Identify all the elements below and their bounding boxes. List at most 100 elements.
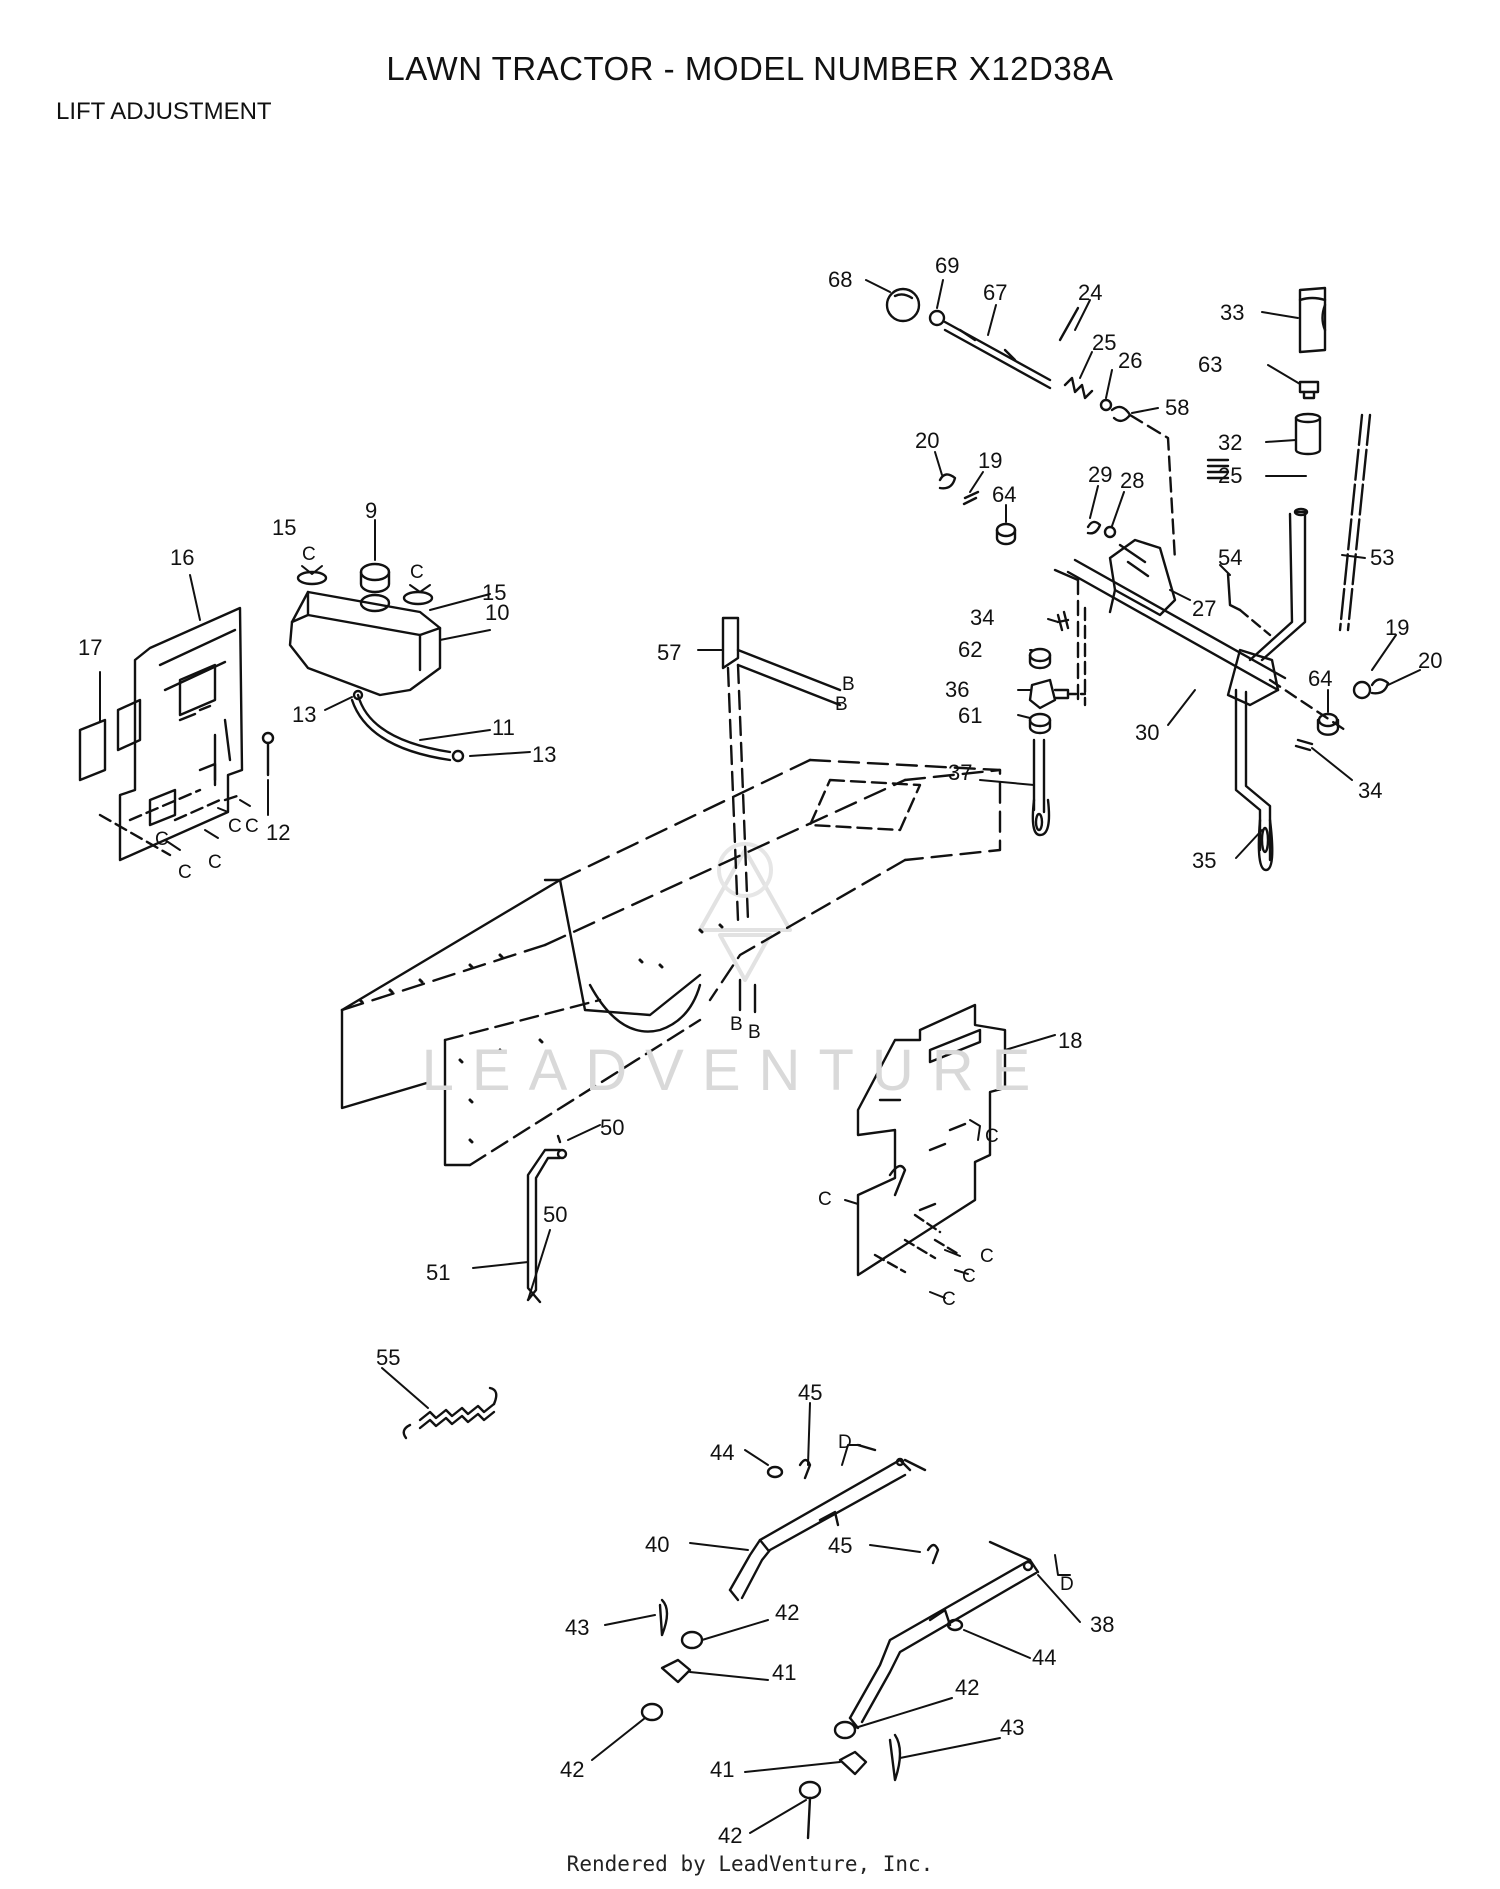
part-53-rod (1338, 413, 1372, 632)
callout-55: 55 (376, 1345, 400, 1370)
part-15-clip (296, 570, 434, 606)
callout-29: 29 (1088, 462, 1112, 487)
part-30-lift-shaft (1053, 538, 1287, 707)
part-26-washer (1099, 398, 1113, 412)
callout-24: 24 (1078, 280, 1102, 305)
part-38-lift-arm (848, 1540, 1040, 1730)
callout-64: 64 (1308, 666, 1332, 691)
part-20-clip (938, 473, 1390, 695)
callout-35: 35 (1192, 848, 1216, 873)
ref-c: C (818, 1189, 832, 1210)
ref-b: B (748, 1022, 761, 1043)
part-41-trunnion (660, 1658, 868, 1776)
callout-61: 61 (958, 703, 982, 728)
part-64-bushing (995, 522, 1340, 736)
ref-b: B (730, 1014, 743, 1035)
part-40-lift-arm (728, 1443, 927, 1602)
callout-63: 63 (1198, 352, 1222, 377)
part-68-knob (885, 287, 921, 323)
ref-d: D (1060, 1574, 1074, 1595)
part-63-cap (1298, 380, 1320, 400)
callout-33: 33 (1220, 300, 1244, 325)
callout-10: 10 (485, 600, 509, 625)
callout-13: 13 (532, 742, 556, 767)
part-12-screw (261, 731, 275, 777)
part-33-grip (1298, 286, 1327, 354)
callout-45: 45 (828, 1533, 852, 1558)
part-37-link (1031, 738, 1051, 837)
callout-9: 9 (365, 498, 377, 523)
ref-c: C (178, 862, 192, 883)
ref-c: C (942, 1289, 956, 1310)
ref-c: C (302, 544, 316, 565)
part-18-panel (856, 1003, 1007, 1277)
callout-50: 50 (543, 1202, 567, 1227)
page-title: LAWN TRACTOR - MODEL NUMBER X12D38A (386, 50, 1114, 87)
callout-38: 38 (1090, 1612, 1114, 1637)
part-50-clip (556, 1134, 562, 1144)
callout-50: 50 (600, 1115, 624, 1140)
callout-12: 12 (266, 820, 290, 845)
callout-30: 30 (1135, 720, 1159, 745)
callout-13: 13 (292, 702, 316, 727)
ref-c: C (980, 1246, 994, 1267)
callout-64: 64 (992, 482, 1016, 507)
part-25-spring (1063, 376, 1230, 480)
callout-25: 25 (1092, 330, 1116, 355)
part-44-washer (766, 1465, 964, 1632)
part-69-nut (928, 309, 946, 327)
ref-d: D (838, 1432, 852, 1453)
callout-37: 37 (948, 760, 972, 785)
part-45-clip (798, 1458, 940, 1565)
callout-51: 51 (426, 1260, 450, 1285)
ref-c: C (155, 829, 169, 850)
callout-44: 44 (710, 1440, 734, 1465)
callout-45: 45 (798, 1380, 822, 1405)
callout-42: 42 (560, 1757, 584, 1782)
watermark (698, 842, 792, 982)
part-36-trunnion (1028, 606, 1087, 710)
reference-letters: B B B B C C C C C C C C C C C C D D (155, 544, 1074, 1595)
callout-41: 41 (772, 1660, 796, 1685)
callout-42: 42 (955, 1675, 979, 1700)
part-43-hair-pin (658, 1598, 902, 1782)
callout-36: 36 (945, 677, 969, 702)
part-51-rod (526, 1148, 568, 1304)
tractor-frame (340, 758, 1002, 1167)
ref-c: C (245, 816, 259, 837)
part-67-rod (943, 320, 1052, 390)
ref-b: B (835, 694, 848, 715)
callout-18: 18 (1058, 1028, 1082, 1053)
callout-43: 43 (565, 1615, 589, 1640)
callout-69: 69 (935, 253, 959, 278)
leader-lines (99, 279, 1421, 1834)
callout-25: 25 (1218, 463, 1242, 488)
callout-57: 57 (657, 640, 681, 665)
callout-17: 17 (78, 635, 102, 660)
callout-19: 19 (1385, 615, 1409, 640)
callout-42: 42 (775, 1600, 799, 1625)
ref-c: C (208, 852, 222, 873)
callout-19: 19 (978, 448, 1002, 473)
ref-c: C (410, 562, 424, 583)
callout-26: 26 (1118, 348, 1142, 373)
lift-handle (1248, 507, 1347, 732)
part-9-fuel-cap (359, 562, 391, 613)
callout-20: 20 (915, 428, 939, 453)
part-58-clip (1110, 405, 1177, 562)
callout-42: 42 (718, 1823, 742, 1848)
callout-27: 27 (1192, 596, 1216, 621)
part-55-spring (402, 1386, 498, 1440)
part-62-nut (1028, 647, 1052, 670)
callout-34: 34 (1358, 778, 1382, 803)
callout-44: 44 (1032, 1645, 1056, 1670)
callout-28: 28 (1120, 468, 1144, 493)
callout-67: 67 (983, 280, 1007, 305)
callout-15: 15 (272, 515, 296, 540)
part-24-pin (1058, 306, 1080, 342)
part-32-sleeve (1294, 412, 1322, 456)
callout-40: 40 (645, 1532, 669, 1557)
callout-20: 20 (1418, 648, 1442, 673)
part-10-fuel-tank (288, 590, 442, 697)
